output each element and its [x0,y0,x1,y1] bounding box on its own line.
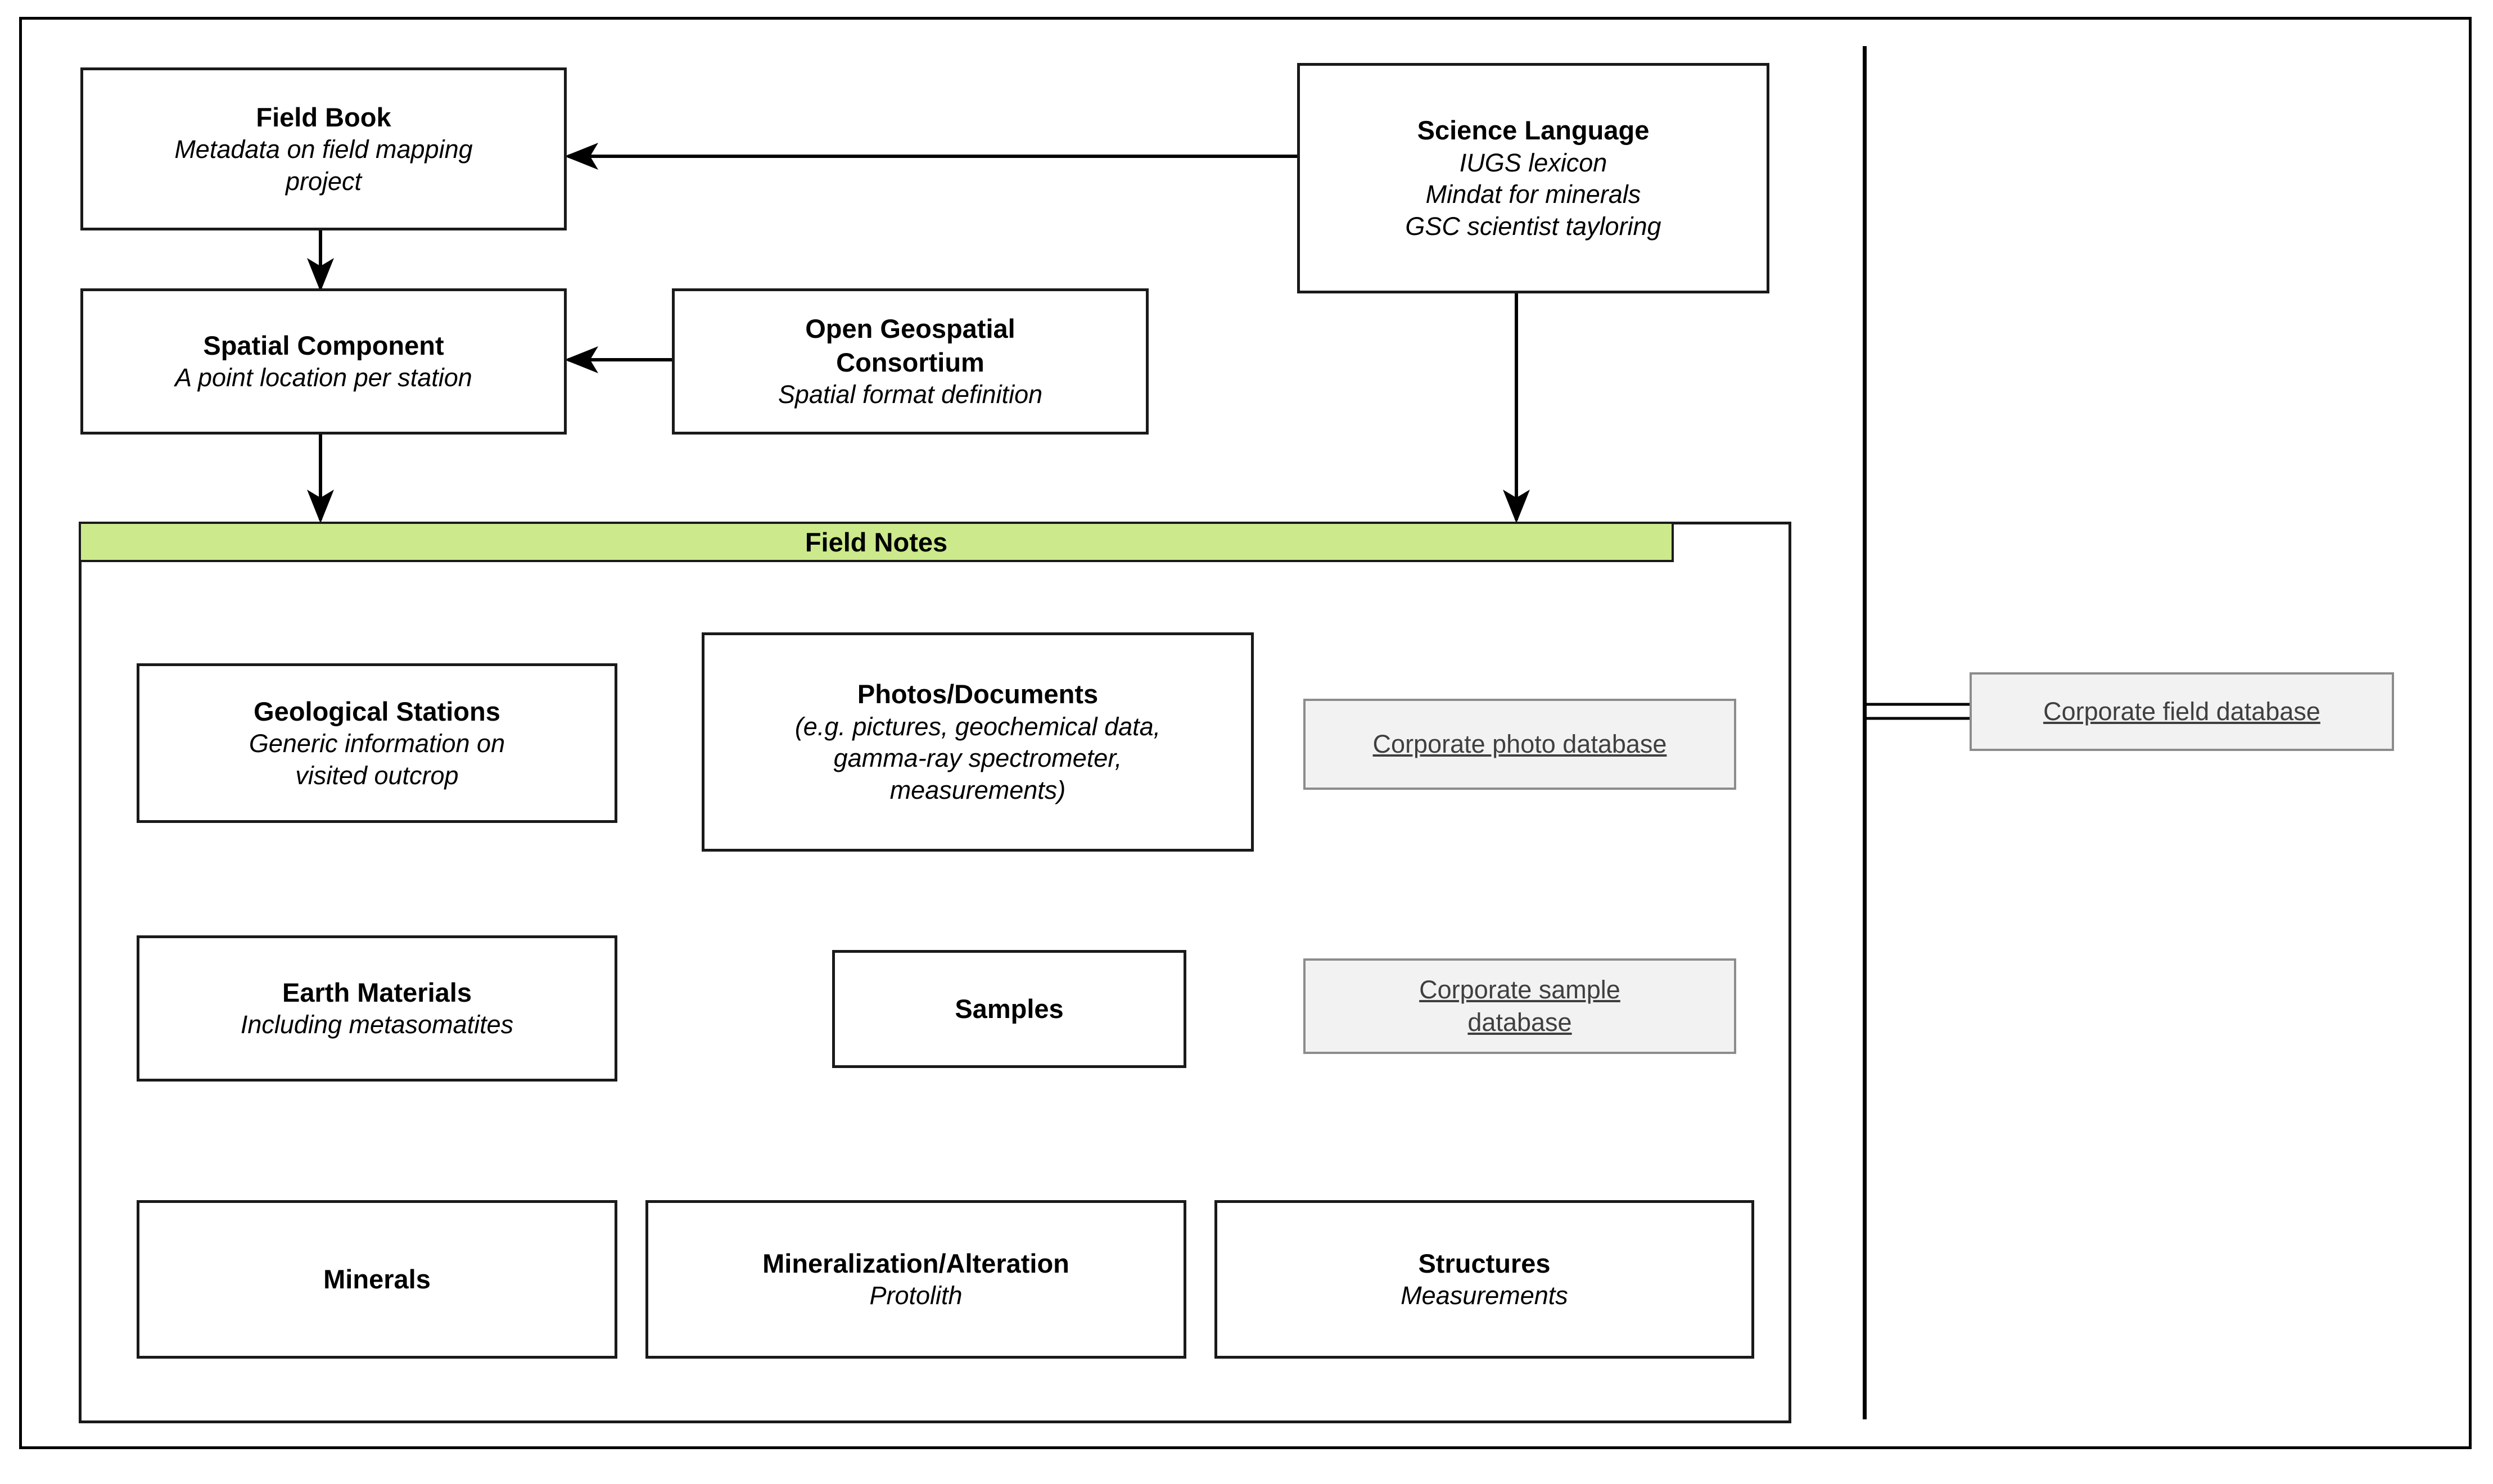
node-structures[interactable]: Structures Measurements [1214,1200,1754,1359]
corporate-sample-database-label: Corporate sample database [1419,975,1620,1037]
node-field-book-subtitle: Metadata on field mapping project [174,134,473,196]
node-minerals-title: Minerals [323,1264,431,1295]
node-mineralization-alteration-title: Mineralization/Alteration [762,1248,1069,1279]
node-mineralization-alteration[interactable]: Mineralization/Alteration Protolith [645,1200,1186,1359]
node-geological-stations[interactable]: Geological Stations Generic information … [137,663,617,823]
node-structures-title: Structures [1418,1248,1551,1279]
vertical-divider [1863,46,1867,1419]
node-geological-stations-subtitle: Generic information on visited outcrop [249,729,505,790]
node-minerals[interactable]: Minerals [137,1200,617,1359]
corporate-field-database-label: Corporate field database [2043,696,2320,726]
field-notes-header[interactable]: Field Notes [79,522,1674,562]
node-earth-materials[interactable]: Earth Materials Including metasomatites [137,935,617,1082]
node-corporate-photo-database[interactable]: Corporate photo database [1303,699,1736,790]
node-field-book[interactable]: Field Book Metadata on field mapping pro… [80,67,567,230]
node-spatial-component-title: Spatial Component [203,331,444,361]
node-earth-materials-title: Earth Materials [282,978,472,1008]
corporate-photo-database-label: Corporate photo database [1372,729,1667,758]
node-geological-stations-title: Geological Stations [254,696,500,726]
node-ogc-subtitle: Spatial format definition [778,379,1043,409]
node-science-language-subtitle: IUGS lexicon Mindat for minerals GSC sci… [1405,148,1661,241]
node-spatial-component[interactable]: Spatial Component A point location per s… [80,288,567,435]
node-corporate-sample-database[interactable]: Corporate sample database [1303,958,1736,1054]
node-ogc-title: Open Geospatial Consortium [805,314,1015,377]
node-photos-documents[interactable]: Photos/Documents (e.g. pictures, geochem… [702,632,1254,852]
node-samples-title: Samples [955,994,1064,1024]
node-mineralization-alteration-subtitle: Protolith [869,1281,963,1310]
node-samples[interactable]: Samples [832,950,1186,1068]
node-science-language[interactable]: Science Language IUGS lexicon Mindat for… [1297,63,1769,293]
node-earth-materials-subtitle: Including metasomatites [240,1010,514,1039]
node-corporate-field-database[interactable]: Corporate field database [1970,672,2394,751]
node-science-language-title: Science Language [1417,115,1650,146]
node-field-book-title: Field Book [256,102,391,132]
node-open-geospatial-consortium[interactable]: Open Geospatial Consortium Spatial forma… [672,288,1149,435]
node-photos-documents-title: Photos/Documents [857,679,1099,709]
node-structures-subtitle: Measurements [1401,1281,1568,1310]
field-notes-title: Field Notes [805,527,948,557]
node-photos-documents-subtitle: (e.g. pictures, geochemical data, gamma-… [794,712,1161,804]
node-spatial-component-subtitle: A point location per station [175,363,472,392]
